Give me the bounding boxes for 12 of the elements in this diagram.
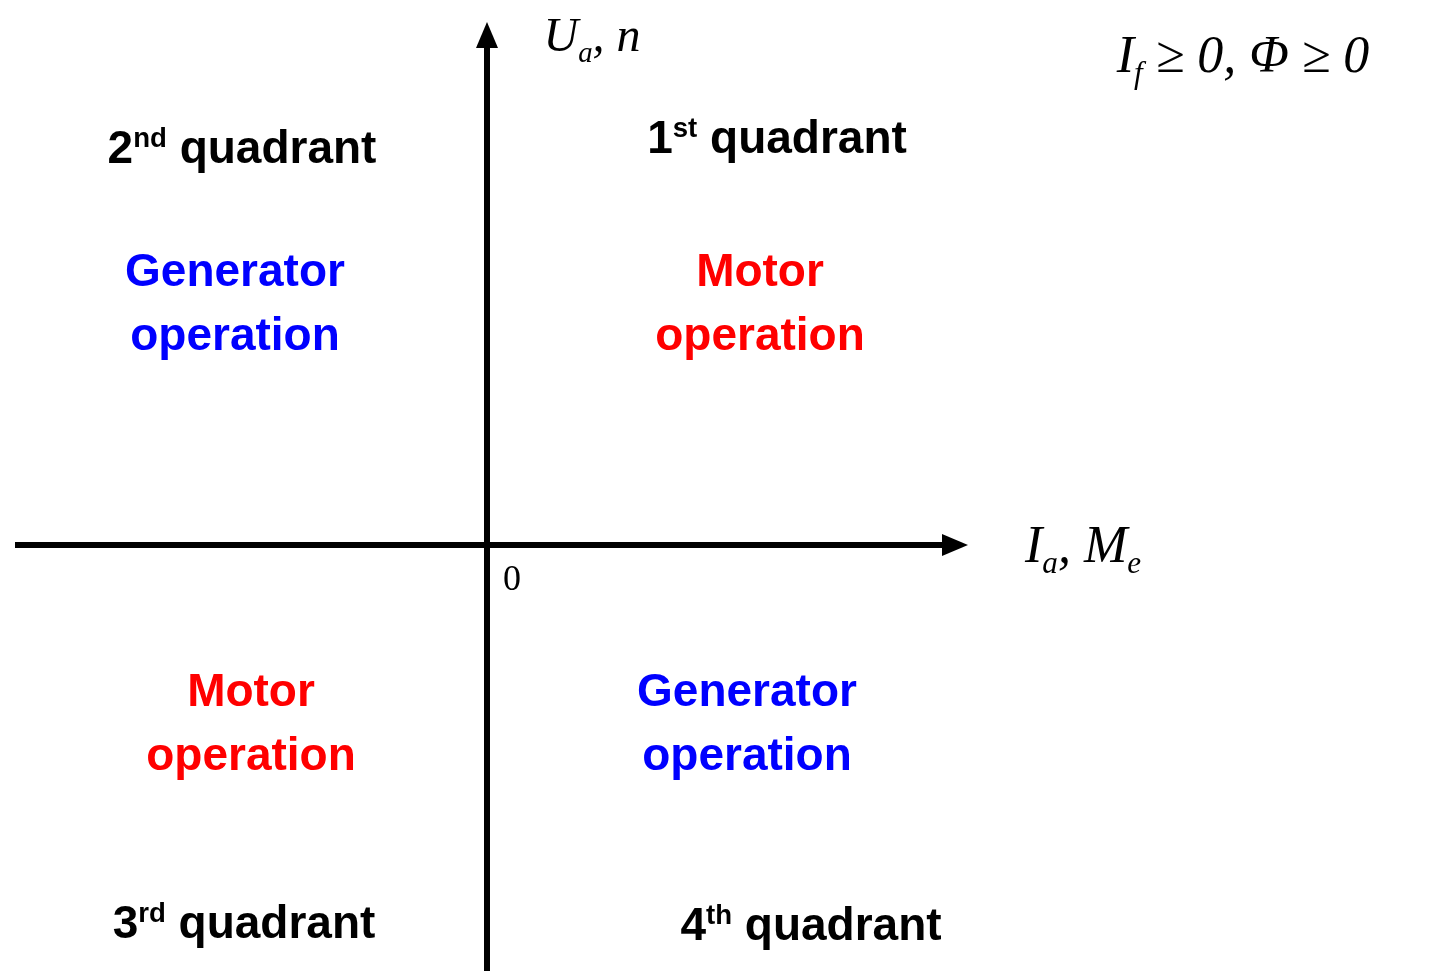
operation-label: Motor operation [145, 663, 357, 782]
axis-label: U$_{a}$, n [543, 7, 641, 69]
quadrant-label: 2$^{nd}$ quadrant [107, 120, 377, 174]
operation-label: Generator operation [636, 663, 858, 782]
quadrant-label: 1$^{st}$ quadrant [647, 110, 907, 164]
operation-label: Generator operation [124, 243, 346, 362]
origin-label: 0 [503, 557, 521, 599]
operation-label: Motor operation [654, 243, 866, 362]
condition-label: I$_{f}$ ≥ 0, Φ ≥ 0 [1116, 24, 1370, 92]
quadrant-label: 4$^{th}$ quadrant [680, 897, 942, 951]
quadrant-label: 3$^{rd}$ quadrant [112, 895, 376, 949]
axis-label: I$_{a}$, M$_{e}$ [1024, 514, 1142, 582]
